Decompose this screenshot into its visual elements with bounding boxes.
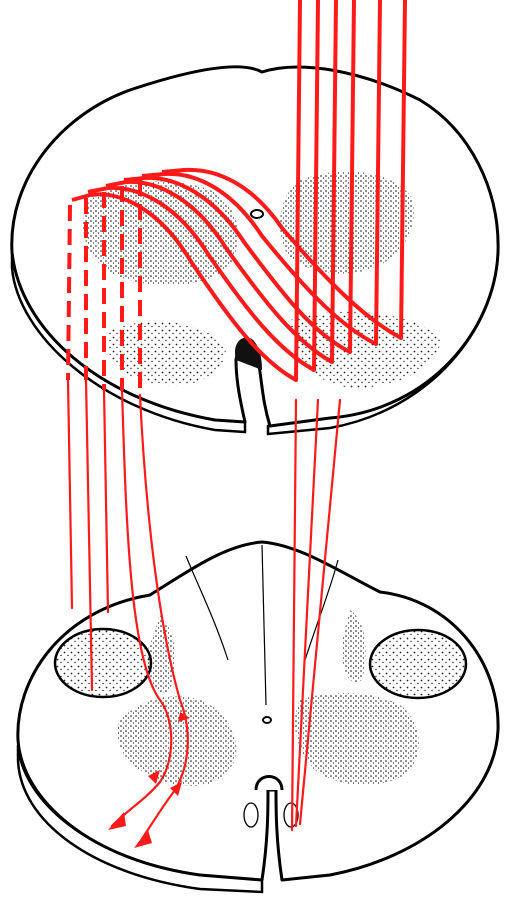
lower-right-tract-oval bbox=[370, 630, 466, 698]
lower-ventral-fissure bbox=[256, 777, 282, 791]
descending-dash-1 bbox=[68, 205, 70, 380]
lateral-fiber-3 bbox=[104, 390, 108, 612]
lateral-fiber-1 bbox=[68, 380, 72, 608]
lower-left-tract-oval bbox=[55, 629, 151, 697]
